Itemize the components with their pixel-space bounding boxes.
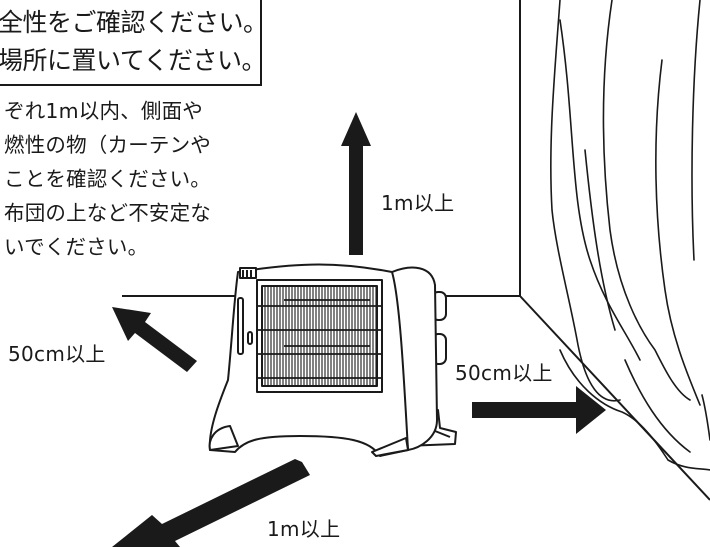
arrow-front	[112, 459, 310, 547]
instruction-line-1: ぞれ1m以内、側面や	[4, 99, 204, 123]
label-front-distance: 1m以上	[267, 517, 341, 541]
label-left-distance: 50cm以上	[8, 342, 106, 366]
instruction-line-4: 布団の上など不安定な	[4, 201, 211, 225]
arrow-up	[341, 112, 371, 255]
heater-grille	[261, 286, 377, 386]
instruction-line-2: 燃性の物（カーテンや	[4, 133, 211, 157]
caution-line-2: 場所に置いてください。	[0, 46, 267, 75]
room-floor-lines	[122, 0, 710, 501]
instruction-line-3: ことを確認ください。	[4, 167, 211, 191]
label-top-distance: 1m以上	[381, 191, 455, 215]
label-right-distance: 50cm以上	[455, 361, 553, 385]
instruction-line-5: いでください。	[4, 235, 149, 259]
arrow-right	[472, 386, 606, 434]
curtain	[550, 0, 710, 471]
caution-line-1: 全性をご確認ください。	[0, 8, 268, 37]
heater	[208, 263, 457, 457]
caution-box: 全性をご確認ください。 場所に置いてください。	[0, 0, 268, 86]
arrow-left-back	[112, 307, 197, 372]
heater-grille-bars	[257, 299, 382, 379]
